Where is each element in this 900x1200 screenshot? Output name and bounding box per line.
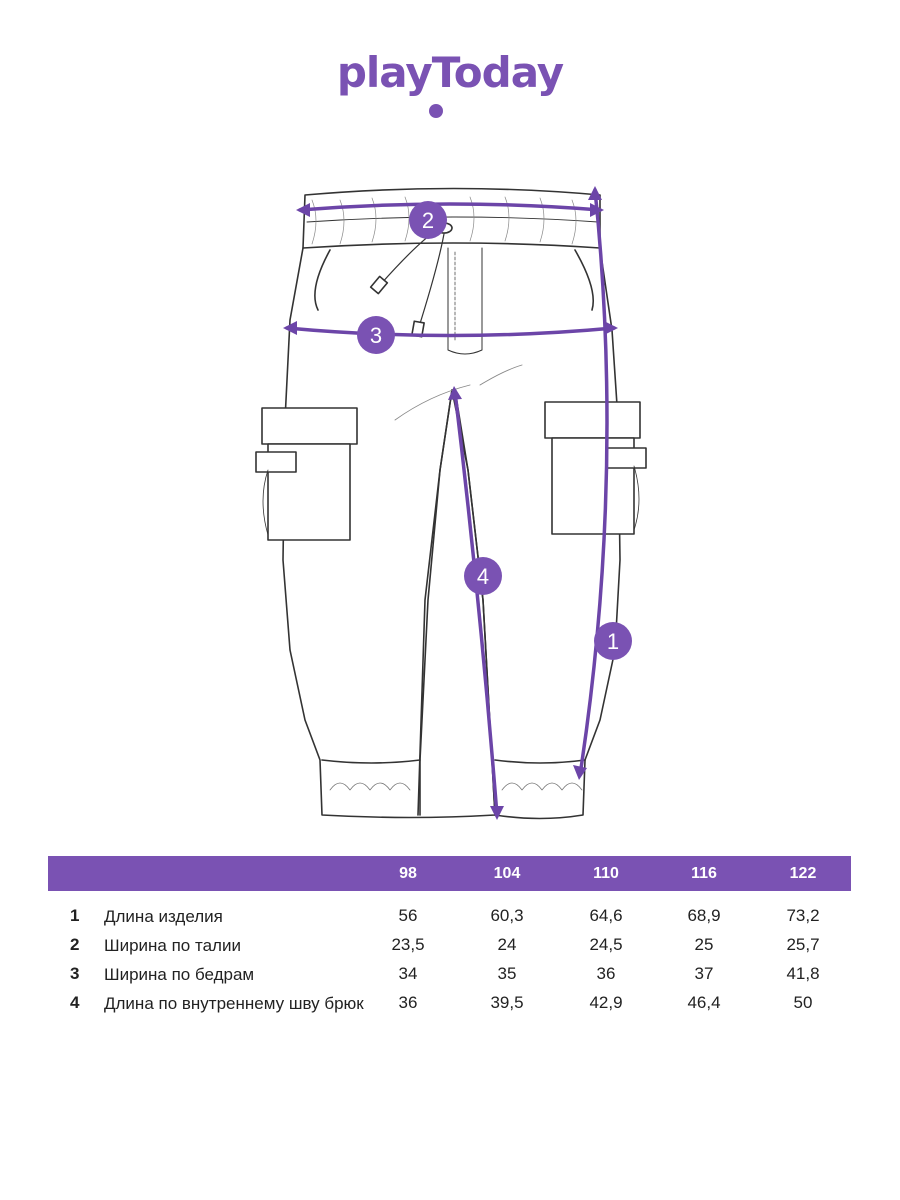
- row-number: 3: [70, 964, 80, 983]
- row-value: 23,5: [391, 935, 425, 954]
- row-label: Ширина по бедрам: [104, 965, 255, 984]
- row-value: 73,2: [786, 906, 820, 925]
- marker-4-label: 4: [477, 564, 489, 589]
- marker-2: 2: [409, 201, 447, 239]
- size-header-98: 98: [399, 865, 417, 882]
- marker-1: 1: [594, 622, 632, 660]
- pants-diagram: 2 3 4 1: [255, 186, 647, 820]
- table-row: 3 Ширина по бедрам 34 35 36 37 41,8: [48, 960, 851, 989]
- row-value: 34: [398, 964, 418, 983]
- row-label: Длина изделия: [104, 907, 223, 926]
- row-number: 1: [70, 906, 80, 925]
- row-label: Ширина по талии: [104, 936, 241, 955]
- size-header-116: 116: [691, 865, 717, 882]
- row-value: 25,7: [786, 935, 820, 954]
- measure-line-3: [285, 326, 616, 338]
- size-header-122: 122: [789, 865, 817, 882]
- measure-line-4: [453, 390, 499, 817]
- row-label: Длина по внутреннему шву брюк: [104, 994, 364, 1013]
- row-number: 2: [70, 935, 80, 954]
- size-table: 98 104 110 116 122 1 Длина изделия 56 60…: [48, 856, 851, 1039]
- table-row: 2 Ширина по талии 23,5 24 24,5 25 25,7: [48, 931, 851, 960]
- row-value: 36: [398, 993, 418, 1012]
- row-value: 68,9: [687, 906, 721, 925]
- size-header-110: 110: [593, 865, 619, 882]
- table-row: 1 Длина изделия 56 60,3 64,6 68,9 73,2: [48, 902, 851, 931]
- table-row: 4 Длина по внутреннему шву брюк 36 39,5 …: [48, 989, 851, 1039]
- row-value: 36: [596, 964, 616, 983]
- row-value: 64,6: [589, 906, 623, 925]
- measure-line-1: [578, 188, 609, 777]
- marker-2-label: 2: [422, 208, 434, 233]
- measurement-arrowheads: [283, 186, 618, 820]
- row-value: 41,8: [786, 964, 820, 983]
- row-value: 35: [497, 964, 517, 983]
- row-value: 25: [694, 935, 714, 954]
- row-value: 24: [497, 935, 517, 954]
- row-value: 24,5: [589, 935, 623, 954]
- logo-dot: [429, 104, 443, 118]
- row-value: 56: [398, 906, 418, 925]
- row-value: 37: [694, 964, 714, 983]
- marker-3-label: 3: [370, 323, 382, 348]
- row-number: 4: [70, 993, 80, 1012]
- row-value: 46,4: [687, 993, 721, 1012]
- marker-3: 3: [357, 316, 395, 354]
- row-value: 50: [793, 993, 813, 1012]
- row-value: 42,9: [589, 993, 623, 1012]
- measure-line-2: [298, 202, 602, 212]
- measurement-lines: [285, 188, 616, 817]
- brand-logo: playToday: [336, 48, 564, 97]
- size-header-104: 104: [493, 865, 521, 882]
- marker-1-label: 1: [607, 629, 619, 654]
- marker-4: 4: [464, 557, 502, 595]
- row-value: 60,3: [490, 906, 524, 925]
- size-header-row: 98 104 110 116 122: [48, 856, 851, 891]
- row-value: 39,5: [490, 993, 524, 1012]
